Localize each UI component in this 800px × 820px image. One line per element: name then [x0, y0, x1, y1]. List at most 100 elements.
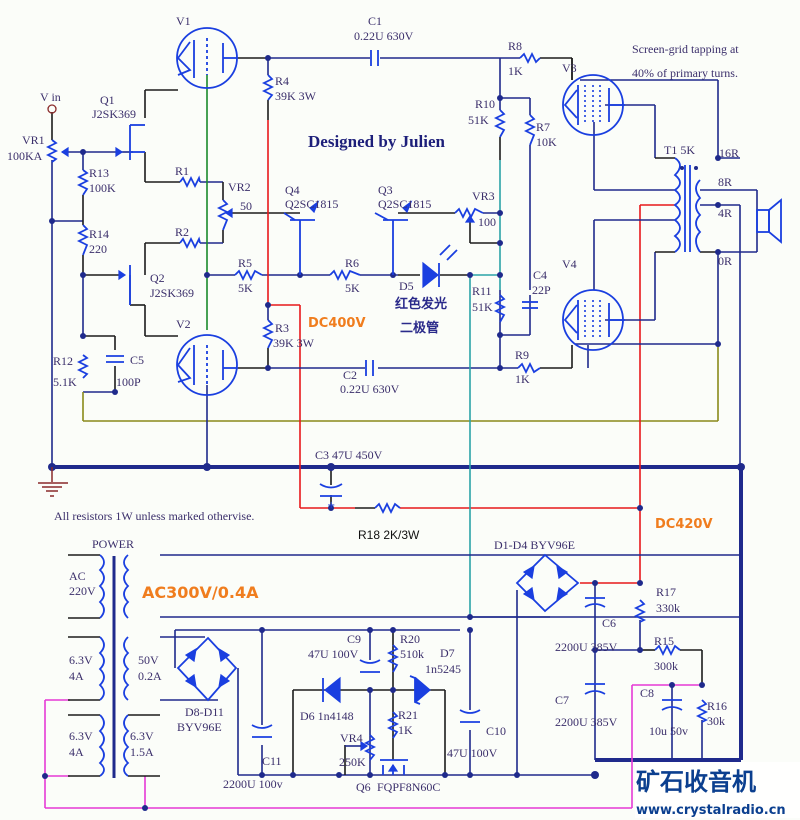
- v4-label: V4: [562, 257, 577, 271]
- r14-name: R14: [89, 227, 109, 241]
- resistor-vr2: [216, 199, 233, 231]
- r2-name: R2: [175, 225, 189, 239]
- r11-value: 51K: [472, 300, 493, 314]
- primary-label-2: 220V: [69, 584, 96, 598]
- r9-name: R9: [515, 348, 529, 362]
- q1-name: Q1: [100, 93, 115, 107]
- r12-name: R12: [53, 354, 73, 368]
- resistor-r17: [633, 599, 647, 623]
- q6-name: Q6: [356, 780, 371, 794]
- heater2-label-2: 4A: [69, 745, 84, 759]
- c7-value: 2200U 385V: [555, 715, 618, 729]
- capacitor-c3: +: [319, 483, 343, 511]
- capacitor-c4: [522, 301, 538, 309]
- r7-name: R7: [536, 120, 550, 134]
- r6-name: R6: [345, 256, 359, 270]
- tube-v3: [562, 74, 625, 136]
- ac300-label: AC300V/0.4A: [142, 583, 259, 602]
- r9-value: 1K: [515, 372, 530, 386]
- resistor-r4: [261, 74, 275, 101]
- c2-value: 0.22U 630V: [340, 382, 400, 396]
- heater1-label-1: 6.3V: [69, 653, 93, 667]
- watermark-url: www.crystalradio.cn: [636, 803, 786, 818]
- c10-name: C10: [486, 724, 506, 738]
- r11-name: R11: [472, 284, 492, 298]
- watermark-cn: 矿石收音机: [636, 768, 756, 796]
- screen-grid-note-2: 40% of primary turns.: [632, 66, 738, 80]
- resistor-r18: [374, 501, 401, 515]
- sec6v-label-1: 6.3V: [130, 729, 154, 743]
- vin-terminal: [47, 104, 57, 114]
- resistor-r8: [519, 51, 541, 65]
- r16-value: 30k: [707, 714, 725, 728]
- vr2-name: VR2: [228, 180, 251, 194]
- r18-label: R18 2K/3W: [358, 528, 420, 542]
- led-d5: [422, 244, 458, 289]
- primary-label-1: AC: [69, 569, 86, 583]
- vr2-value: 50: [240, 199, 252, 213]
- ground-icon: [38, 467, 68, 497]
- tap-0r: 0R: [718, 254, 732, 268]
- tap-4r: 4R: [718, 206, 732, 220]
- c6-name: C6: [602, 616, 616, 630]
- capacitor-c7: [584, 683, 606, 695]
- resistor-r6: [329, 268, 361, 282]
- d8-d11-part: BYV96E: [177, 720, 222, 734]
- v2-label: V2: [176, 317, 191, 331]
- capacitor-c5: [106, 355, 124, 363]
- bridge-d1-d4: [515, 553, 580, 613]
- q2-name: Q2: [150, 271, 165, 285]
- d7-name: D7: [440, 646, 455, 660]
- r20-name: R20: [400, 632, 420, 646]
- sec50v-label-2: 0.2A: [138, 669, 162, 683]
- r21-name: R21: [398, 708, 418, 722]
- resistor-r1: [179, 175, 201, 189]
- speaker-icon: [756, 198, 782, 244]
- c7-name: C7: [555, 693, 569, 707]
- c4-name: C4: [533, 268, 547, 282]
- designer-title: Designed by Julien: [308, 132, 446, 151]
- resistor-r14: [76, 224, 90, 256]
- resistor-r10: [493, 109, 507, 138]
- c9-name: C9: [347, 632, 361, 646]
- tube-v1: [176, 27, 238, 89]
- c8-name: C8: [640, 686, 654, 700]
- sec50v-label-1: 50V: [138, 653, 159, 667]
- c1-name: C1: [368, 14, 382, 28]
- tube-v2: [176, 334, 238, 396]
- capacitor-c1: [370, 50, 379, 66]
- q3-part: Q2SC1815: [378, 197, 431, 211]
- r10-name: R10: [475, 97, 495, 111]
- r4-name: R4: [275, 74, 289, 88]
- vr4-value: 250K: [339, 755, 366, 769]
- output-transformer-t1: [673, 157, 702, 253]
- v1-label: V1: [176, 14, 191, 28]
- q4-part: Q2SC1815: [285, 197, 338, 211]
- c2-name: C2: [343, 368, 357, 382]
- q1-part: J2SK369: [92, 107, 136, 121]
- d7-part: 1n5245: [425, 662, 461, 676]
- d1-d4-label: D1-D4 BYV96E: [494, 538, 575, 552]
- screen-grid-note-1: Screen-grid tapping at: [632, 42, 739, 56]
- t1-label: T1 5K: [664, 143, 695, 157]
- resistor-r12: [76, 354, 90, 379]
- r17-name: R17: [656, 585, 676, 599]
- capacitor-c8: [661, 699, 683, 711]
- bridge-d8-d11: [176, 636, 238, 702]
- resistor-r2: [179, 236, 201, 250]
- resistor-r13: [76, 169, 90, 196]
- d6-label: D6 1n4148: [300, 709, 354, 723]
- r20-value: 510k: [400, 647, 424, 661]
- resistor-vr4: [345, 734, 377, 761]
- transistor-q3: [374, 200, 413, 275]
- capacitor-c9: [359, 659, 381, 673]
- transistor-q4: [283, 200, 320, 275]
- c8-value: 10u 50v: [649, 724, 688, 738]
- svg-text:+: +: [327, 500, 335, 511]
- tube-v4: [562, 289, 625, 351]
- d5-desc-1: 红色发光: [395, 296, 447, 312]
- vr4-name: VR4: [340, 731, 363, 745]
- c11-value: 2200U 100v: [223, 777, 283, 791]
- c4-value: 22P: [532, 283, 551, 297]
